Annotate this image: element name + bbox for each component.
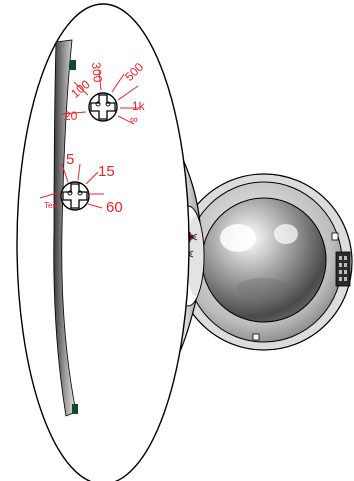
lux-label-20: 20	[64, 109, 78, 123]
time-label-15: 15	[98, 163, 115, 180]
sensor-dome	[202, 198, 326, 322]
lux-label-300: 300	[89, 62, 105, 83]
lux-label-infinity: ∞	[130, 114, 138, 126]
sensor-tab-bottom	[253, 334, 259, 340]
lux-label-1k: 1k	[132, 99, 146, 113]
sensor-tab-top	[332, 233, 338, 240]
time-label-60: 60	[106, 199, 123, 216]
time-label-test: Test	[44, 201, 59, 210]
time-label-5: 5	[66, 151, 74, 168]
connector-icon	[336, 252, 350, 286]
